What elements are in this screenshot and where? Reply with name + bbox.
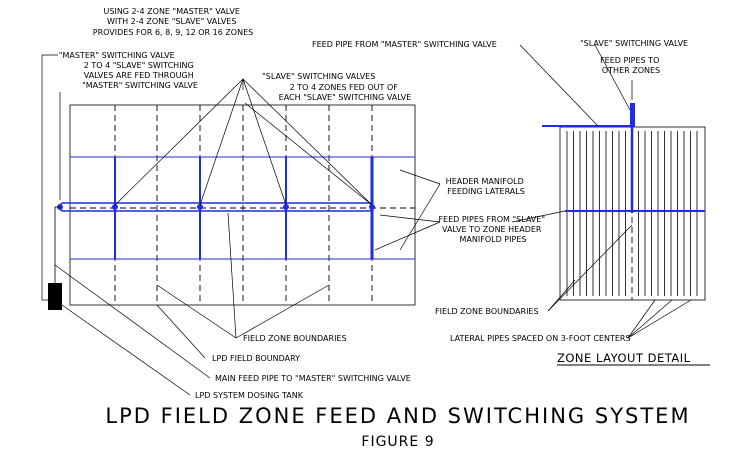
dosing-tank-label: LPD SYSTEM DOSING TANK — [195, 391, 304, 400]
slave-valves-note: "SLAVE" SWITCHING VALVES 2 TO 4 ZONES FE… — [262, 72, 411, 102]
field-zone-boundaries-detail-label: FIELD ZONE BOUNDARIES — [435, 307, 539, 316]
slave-valve-marker-3 — [283, 204, 289, 210]
lateral-pipes-label: LATERAL PIPES SPACED ON 3-FOOT CENTERS — [450, 334, 631, 343]
feed-pipes-slave-label: FEED PIPES FROM "SLAVE" VALVE TO ZONE HE… — [438, 215, 547, 244]
slave-valve-marker-4 — [369, 204, 375, 210]
slave-valve-marker-1 — [112, 204, 118, 210]
main-feed-pipe-label: MAIN FEED PIPE TO "MASTER" SWITCHING VAL… — [215, 374, 411, 383]
lpd-field-boundary-label: LPD FIELD BOUNDARY — [212, 354, 300, 363]
header-note: USING 2-4 ZONE "MASTER" VALVE WITH 2-4 Z… — [93, 7, 253, 37]
figure-number: FIGURE 9 — [361, 434, 434, 450]
feed-pipe-master-label: FEED PIPE FROM "MASTER" SWITCHING VALVE — [312, 40, 497, 49]
field-zone-boundaries-label: FIELD ZONE BOUNDARIES — [243, 334, 347, 343]
dosing-tank — [48, 283, 62, 310]
leader-lines-right — [511, 44, 692, 339]
lpd-field-plan — [48, 104, 416, 310]
slave-valve-detail-label: "SLAVE" SWITCHING VALVE — [580, 39, 688, 48]
main-feed-line — [54, 206, 60, 285]
feed-other-zones-label: FEED PIPES TO OTHER ZONES — [600, 56, 662, 75]
zone-layout-detail — [542, 103, 706, 301]
main-header-pipe — [59, 202, 373, 212]
master-valve-note: "MASTER" SWITCHING VALVE 2 TO 4 "SLAVE" … — [59, 51, 198, 90]
figure-title: LPD FIELD ZONE FEED AND SWITCHING SYSTEM — [105, 404, 690, 428]
lateral-pipes — [566, 131, 698, 296]
header-manifold-label: HEADER MANIFOLD FEEDING LATERALS — [446, 177, 527, 196]
slave-valve-marker-2 — [197, 204, 203, 210]
lpd-field-boundary — [69, 104, 416, 306]
detail-slave-valve — [630, 103, 635, 127]
zone-layout-detail-title: ZONE LAYOUT DETAIL — [557, 351, 691, 365]
leader-lines-left — [41, 54, 441, 396]
